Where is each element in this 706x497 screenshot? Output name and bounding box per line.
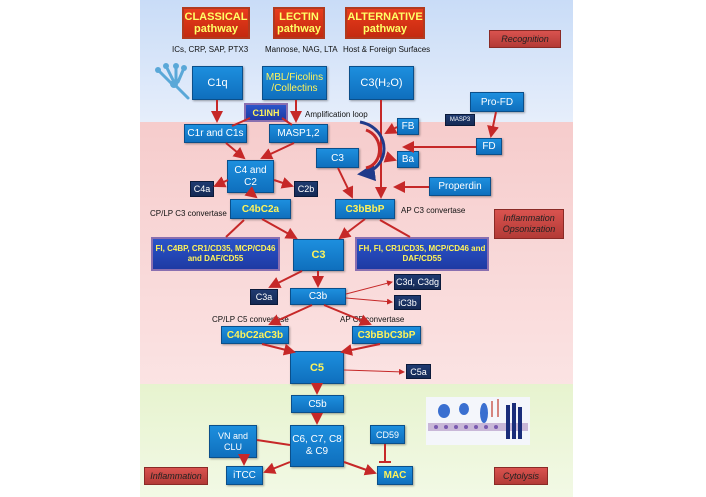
pro-fd-node: Pro-FD: [470, 92, 524, 112]
c5a-node: C5a: [406, 364, 431, 379]
arrow-c3loop-c3bbbp: [337, 167, 354, 199]
classical-triggers: ICs, CRP, SAP, PTX3: [172, 45, 249, 54]
ap-c3-convertase-label: AP C3 convertase: [401, 206, 466, 215]
cp-lp-c5-convertase-label: CP/LP C5 convertase: [212, 315, 289, 324]
c1r-c1s-node: C1r and C1s: [184, 124, 247, 143]
fd-node: FD: [476, 138, 502, 155]
alternative-pathway-title: ALTERNATIVE pathway: [347, 11, 423, 35]
membrane-pore-icon: [426, 397, 530, 445]
c3b-node: C3b: [290, 288, 346, 305]
arrow-c3-c3a: [268, 270, 303, 288]
c4bc2a-node: C4bC2a: [230, 199, 291, 219]
arrow-fb-loop: [384, 122, 398, 134]
c1q-node: C1q: [192, 66, 243, 100]
inhibit-right-c3bbbp: [379, 219, 411, 238]
c6-c9-node: C6, C7, C8 & C9: [290, 425, 344, 467]
arrow-profd-fd: [487, 111, 499, 138]
arrow-c3b-c4bc2ac3b: [268, 304, 313, 326]
cp-lp-c3-convertase-label: CP/LP C3 convertase: [150, 209, 227, 218]
loop-blue-arc: [357, 120, 386, 182]
arrow-c3b-c3d: [345, 280, 393, 295]
arrow-masp-c4c2: [260, 142, 295, 160]
cd59-node: CD59: [370, 425, 405, 444]
c4a-node: C4a: [190, 181, 214, 197]
cytolysis-tag: Cytolysis: [494, 467, 548, 485]
arrow-c6789-mac: [343, 461, 377, 476]
vn-clu-node: VN and CLU: [209, 425, 257, 458]
c3-node: C3: [293, 239, 344, 271]
c3a-node: C3a: [250, 289, 278, 305]
regulators-right-node: FH, FI, CR1/CD35, MCP/CD46 and DAF/CD55: [355, 237, 489, 271]
c5-node: C5: [290, 351, 344, 384]
c2b-node: C2b: [294, 181, 318, 197]
properdin-node: Properdin: [429, 177, 491, 196]
arrow-c5-c5a: [343, 368, 405, 375]
antibody-icon: [155, 63, 190, 100]
c3-h2o-node: C3(H₂O): [349, 66, 414, 100]
c3bbbp-node: C3bBbP: [335, 199, 395, 219]
mac-node: MAC: [377, 466, 413, 485]
c3d-c3dg-node: C3d, C3dg: [394, 274, 441, 290]
inhibit-c1inh-right: [281, 117, 293, 126]
itcc-node: iTCC: [226, 466, 263, 485]
lectin-pathway-header: LECTIN pathway: [273, 7, 325, 39]
mbl-ficolins-collectins-node: MBL/Ficolins /Collectins: [262, 66, 327, 100]
c3-loop-node: C3: [316, 148, 359, 168]
ap-c5-convertase-label: AP C5 convertase: [340, 315, 405, 324]
arrow-c4c2-c4a: [213, 176, 229, 188]
lectin-pathway-title: LECTIN pathway: [276, 11, 321, 35]
inflammation-tag: Inflammation: [144, 467, 208, 485]
inhibit-left-c4bc2a: [225, 219, 245, 238]
masp3-node: MASP3: [445, 114, 475, 126]
arrow-c3b-ic3b: [345, 297, 393, 305]
amplification-loop-label: Amplification loop: [305, 110, 368, 119]
alternative-pathway-header: ALTERNATIVE pathway: [345, 7, 425, 39]
recognition-tag: Recognition: [489, 30, 561, 48]
arrow-c3bbbp-c3: [338, 218, 366, 240]
loop-red-arc: [365, 128, 381, 170]
arrow-c3b-c3bbbc3bp: [323, 304, 372, 326]
arrow-c4c2-c2b: [273, 177, 294, 189]
arrow-c4bc2ac3b-c5: [261, 343, 296, 356]
arrow-c4c2-c4bc2a: [244, 186, 258, 199]
arrow-loop-ba: [383, 151, 397, 163]
arrow-c3bbbc3bp-c5: [340, 343, 381, 356]
arrow-c1r-c4c2: [225, 142, 246, 160]
arrow-c4bc2a-c3: [261, 218, 298, 239]
classical-pathway-header: CLASSICAL pathway: [182, 7, 250, 39]
arrow-c6789-itcc: [263, 461, 291, 474]
c4bc2ac3b-node: C4bC2aC3b: [221, 326, 289, 344]
alternative-triggers: Host & Foreign Surfaces: [343, 45, 431, 54]
c4-c2-node: C4 and C2: [227, 160, 274, 193]
c5b-node: C5b: [291, 395, 344, 413]
ic3b-node: iC3b: [394, 295, 421, 310]
lectin-triggers: Mannose, NAG, LTA: [265, 45, 338, 54]
inflammation-opsonization-tag: Inflammation Opsonization: [494, 209, 564, 239]
regulators-left-node: FI, C4BP, CR1/CD35, MCP/CD46 and DAF/CD5…: [151, 237, 280, 271]
c3bbbc3bp-node: C3bBbC3bP: [352, 326, 421, 344]
classical-pathway-title: CLASSICAL pathway: [184, 11, 248, 35]
inhibit-c1inh-left: [231, 117, 251, 127]
inhibit-vnclu: [256, 439, 291, 446]
c1inh-node: C1INH: [244, 103, 288, 122]
masp12-node: MASP1,2: [269, 124, 328, 143]
